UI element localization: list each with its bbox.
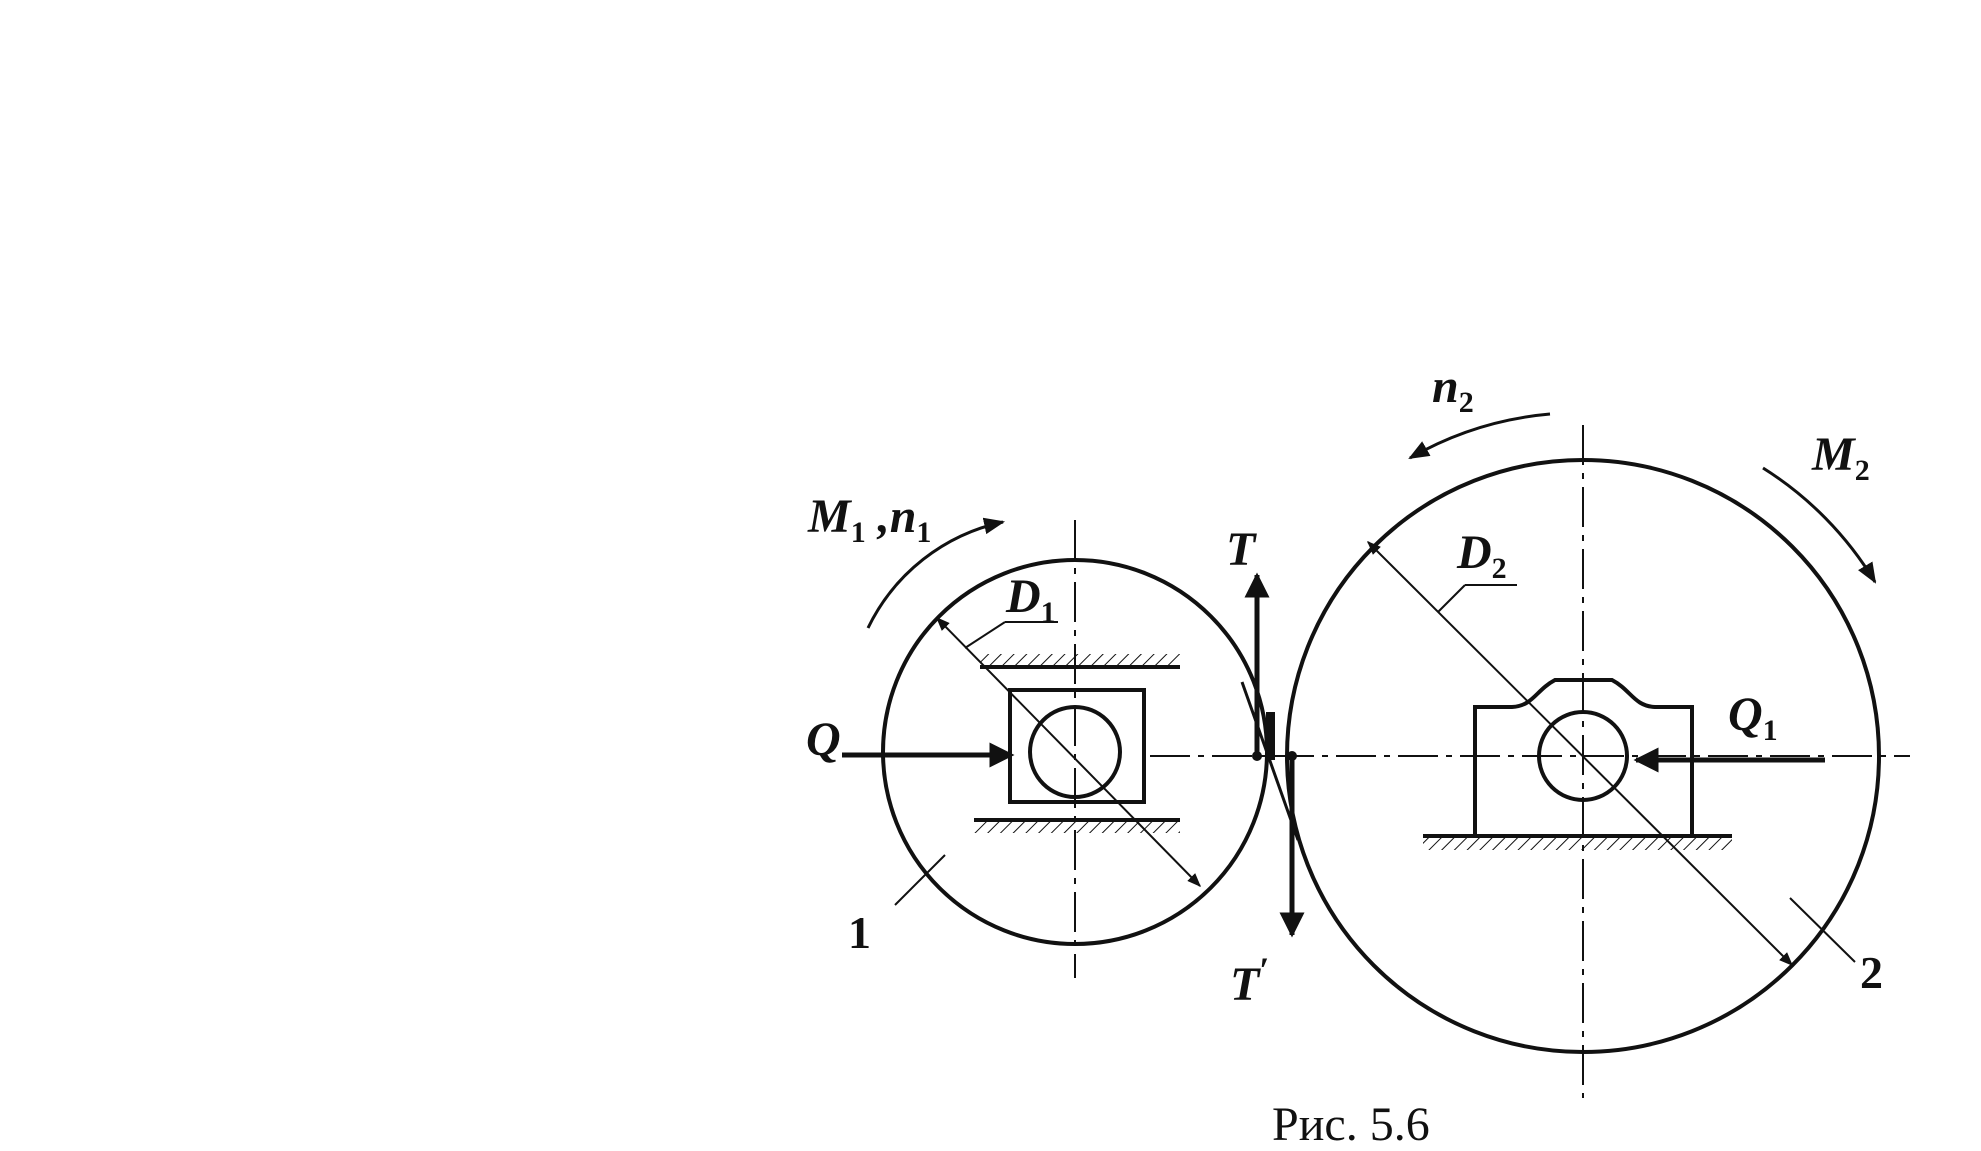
q-label: Q: [806, 713, 841, 766]
t-force-point: [1252, 751, 1262, 761]
part-2-leader: [1789, 897, 1856, 963]
n2-label: n2: [1432, 360, 1474, 419]
m2-rotation-arrow: [1762, 466, 1877, 584]
wheel-1: [842, 517, 1269, 978]
m1-rotation-arrow: [866, 517, 1006, 629]
wheel-2: [1285, 412, 1881, 1098]
part-1-label: 1: [848, 907, 871, 958]
d1-dimension-line: [936, 617, 1201, 887]
contact-pad: [1266, 712, 1275, 760]
figure-caption: Рис. 5.6: [1272, 1098, 1430, 1151]
d2-dimension-line: [1367, 541, 1793, 966]
d2-label: D2: [1456, 526, 1507, 585]
d1-label: D1: [1005, 570, 1056, 629]
bearing-base-hatch: [1423, 838, 1732, 850]
fixed-bearing: [1423, 678, 1732, 850]
m1-n1-label: M1 ,n1: [807, 490, 931, 549]
t-label: T: [1226, 523, 1257, 576]
part-2-label: 2: [1860, 947, 1883, 998]
q1-label: Q1: [1728, 688, 1778, 747]
slider-guide: [974, 654, 1180, 833]
t-prime-force-point: [1287, 751, 1297, 761]
part-1-leader: [894, 854, 946, 906]
d1-leader: [964, 621, 1006, 649]
t-prime-label: T′: [1230, 950, 1269, 1011]
n2-rotation-arrow: [1408, 412, 1551, 460]
d2-leader: [1437, 584, 1466, 613]
contact-link-line: [1240, 681, 1300, 841]
contact-zone: [1240, 572, 1305, 938]
m2-label: M2: [1811, 428, 1870, 487]
